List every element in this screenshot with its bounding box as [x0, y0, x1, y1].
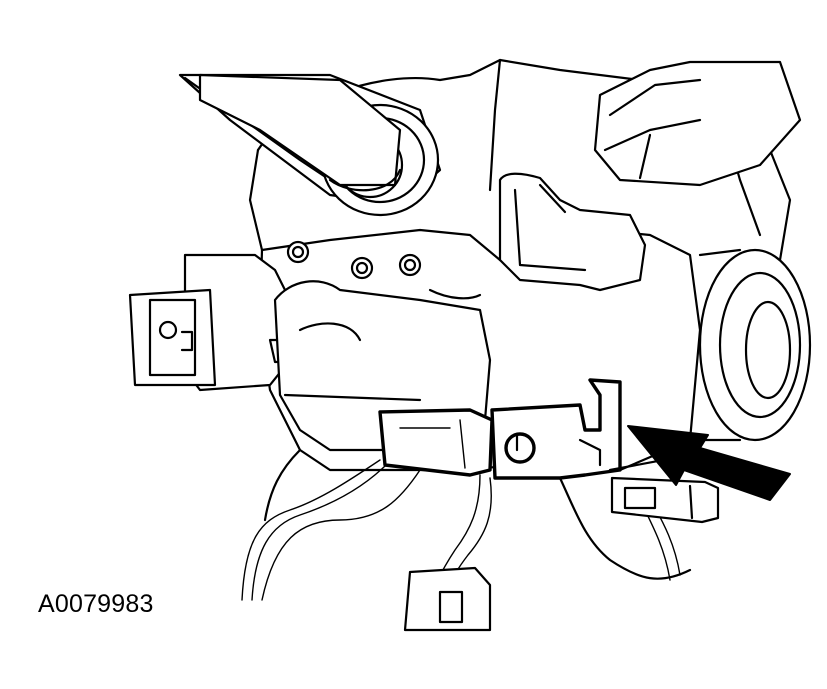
- sensor-clip: [378, 378, 622, 480]
- switch-stalk: [593, 60, 802, 187]
- right-connector: [610, 476, 720, 524]
- lock-cylinder: [698, 248, 812, 442]
- steering-column-shaft: [178, 73, 442, 217]
- lower-connector: [403, 566, 492, 632]
- figure-id-label: A0079983: [38, 590, 154, 618]
- switch-body: [273, 280, 492, 452]
- upper-rib: [498, 172, 647, 292]
- pointer-arrow: [627, 425, 791, 501]
